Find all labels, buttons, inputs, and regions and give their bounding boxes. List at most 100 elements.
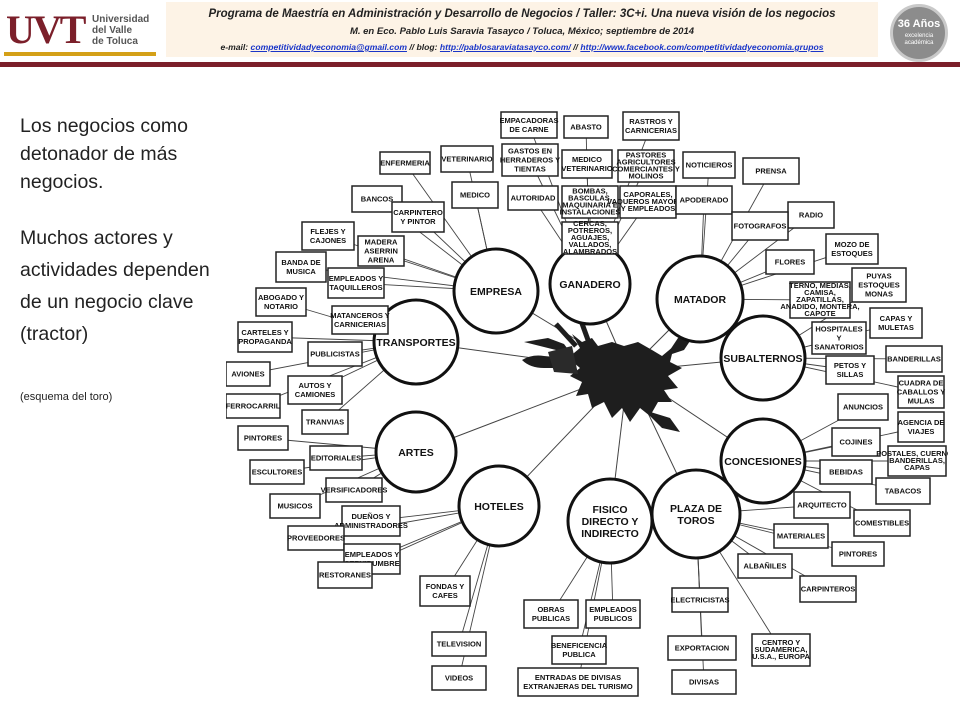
activity-label: VALLADOS, [569, 240, 612, 249]
hub-circle [650, 468, 742, 560]
facebook-link[interactable]: http://www.facebook.com/competitividadye… [580, 42, 824, 52]
activity-box-frame [301, 221, 355, 251]
activity-label: MOLINOS [629, 171, 664, 180]
activity-box: FLORES [765, 249, 815, 275]
activity-label: CAPAS Y [880, 314, 913, 323]
activity-box-frame [671, 587, 729, 613]
activity-label: PUBLICA [562, 650, 596, 659]
activity-label: MOZO DE [835, 240, 870, 249]
activity-box-frame [622, 111, 680, 141]
activity-box-frame [249, 459, 305, 485]
activity-box-frame [451, 181, 499, 209]
activity-label: ABASTO [570, 123, 602, 132]
activity-box-frame [765, 249, 815, 275]
activity-label: SUDAMERICA, [755, 645, 808, 654]
activity-label: PUBLICISTAS [310, 350, 359, 359]
activity-label: CAPOTE [804, 309, 835, 318]
activity-label: NOTICIEROS [686, 161, 733, 170]
activity-box-frame [391, 201, 445, 233]
activity-box-frame [255, 287, 307, 317]
activity-box-frame [825, 233, 879, 265]
activity-label: OBRAS [537, 605, 564, 614]
activity-label: CAJONES [310, 236, 346, 245]
activity-label: DE CARNE [509, 125, 548, 134]
activity-box-frame [875, 477, 931, 505]
program-title: Programa de Maestría en Administración y… [208, 8, 836, 20]
activity-box-frame [853, 509, 911, 537]
activity-box-frame [419, 575, 471, 607]
activity-box-frame [671, 669, 737, 695]
activity-box: APODERADO [675, 185, 733, 215]
activity-box-frame [789, 281, 851, 319]
hub-circle [452, 247, 540, 335]
activity-box-frame [831, 427, 881, 457]
activity-label: DUEÑOS Y [351, 512, 390, 521]
hub-label: CONCESIONES [724, 456, 802, 468]
hub-label: EMPRESA [470, 286, 522, 298]
diagram-canvas: EMPRESAGANADEROMATADORTRANSPORTESSUBALTE… [225, 111, 958, 697]
activity-label: MUSICOS [277, 502, 312, 511]
activity-label: MADERA [365, 238, 398, 247]
activity-box-frame [887, 445, 947, 477]
activity-label: ANUNCIOS [843, 403, 883, 412]
hub-label: FISICO [592, 504, 627, 516]
blog-link[interactable]: http://pablosaraviatasayco.com/ [439, 42, 571, 52]
author-line: M. en Eco. Pablo Luis Saravia Tasayco / … [349, 26, 695, 37]
activity-box-frame [331, 305, 389, 335]
hub-circle [655, 254, 745, 344]
hub-concesiones: CONCESIONES [719, 417, 807, 505]
activity-label: NOTARIO [264, 302, 298, 311]
activity-box: POSTALES, CUERNOSBANDERILLAS,CAPAS [876, 445, 958, 477]
activity-box-frame [897, 375, 945, 409]
header-banner: Programa de Maestría en Administración y… [166, 2, 878, 57]
activity-label: ESCULTORES [252, 468, 303, 477]
hub-hoteles: HOTELES [457, 464, 541, 548]
activity-label: CERCAS, [573, 219, 607, 228]
activity-box-frame [517, 667, 639, 697]
activity-box-frame [585, 599, 641, 629]
activity-box-frame [799, 575, 857, 603]
activity-box-frame [851, 267, 907, 303]
bull-silhouette [522, 317, 696, 432]
activity-label: EXPORTACION [675, 644, 729, 653]
activity-label: BASCULAS, [568, 193, 612, 202]
activity-box: MATERIALES [773, 523, 829, 549]
badge-title: 36 Años [897, 18, 941, 30]
activity-label: ALAMBRADOS [563, 247, 617, 256]
activity-label: ANADIDO, MONTERA, [780, 302, 859, 311]
activity-label: PASTORES [626, 150, 667, 159]
activity-box-frame [501, 143, 559, 177]
activity-box-frame [551, 635, 607, 665]
activity-label: DIVISAS [689, 678, 719, 687]
activity-label: CARNICERIAS [334, 320, 386, 329]
email-link[interactable]: competitividadyeconomia@gmail.com [250, 42, 407, 52]
activity-label: TRANVIAS [306, 418, 344, 427]
activity-label: MUSICA [286, 267, 316, 276]
activity-label: MULETAS [878, 323, 914, 332]
activity-box-frame [269, 493, 321, 519]
activity-label: BEBIDAS [829, 468, 863, 477]
activity-label: CARNICERIAS [625, 126, 677, 135]
logo-mark: UVT [6, 6, 86, 54]
activity-box: FERROCARRIL [225, 393, 281, 419]
activity-box: BANCOS [351, 185, 403, 213]
activity-label: ENFERMERIA [380, 159, 430, 168]
activity-box-frame [287, 375, 343, 405]
activity-label: FLORES [775, 258, 805, 267]
activity-label: CUADRA DE [899, 379, 944, 388]
activity-label: TELEVISION [437, 640, 482, 649]
activity-label: AGRICULTORES [616, 157, 675, 166]
activity-box: VERSIFICADORES [321, 477, 387, 503]
statement-1: Los negocios como detonador de más negoc… [20, 115, 189, 193]
